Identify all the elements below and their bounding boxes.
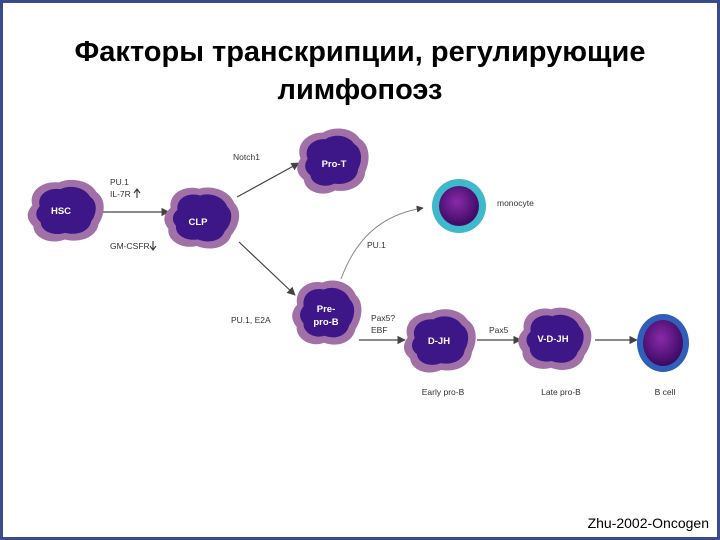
- cell-label-pre-pro-b-1: Pre-: [317, 304, 335, 315]
- label-b-cell: B cell: [655, 387, 676, 397]
- slide-title: Факторы транскрипции, регулирующие лимфо…: [3, 33, 717, 109]
- arrow-clp-preprob: [238, 241, 296, 296]
- cell-label-pre-pro-b-2: pro-B: [313, 317, 338, 328]
- label-notch1: Notch1: [233, 152, 260, 162]
- arrow-clp-prot: [236, 162, 300, 198]
- label-pu1-e2a: PU.1, E2A: [231, 315, 271, 325]
- cell-label-clp: CLP: [189, 217, 209, 228]
- label-pax5: Pax5: [489, 325, 509, 335]
- label-pu1-hsc: PU.1: [110, 177, 129, 187]
- cell-label-d-jh: D-JH: [428, 336, 450, 347]
- cell-monocyte: [432, 179, 486, 233]
- label-monocyte: monocyte: [497, 198, 534, 208]
- lymphopoiesis-diagram: HSC CLP Pro-T Pre- pro-B D-JH V-D-JH PU.…: [27, 125, 689, 397]
- cell-label-pro-t: Pro-T: [322, 159, 347, 170]
- cell-label-hsc: HSC: [51, 206, 71, 217]
- label-early-pro-b: Early pro-B: [422, 387, 465, 397]
- source-credit: Zhu-2002-Oncogen: [587, 515, 709, 531]
- arrow-preprob-monocyte: [340, 205, 424, 280]
- cell-label-v-d-jh: V-D-JH: [537, 334, 568, 345]
- title-line-2: лимфопоэз: [277, 74, 443, 106]
- down-arrow-icon: [149, 241, 157, 251]
- label-late-pro-b: Late pro-B: [541, 387, 581, 397]
- label-gm-csfr: GM-CSFR: [110, 241, 150, 251]
- title-line-1: Факторы транскрипции, регулирующие: [74, 36, 646, 68]
- label-il7r: IL-7R: [110, 189, 131, 199]
- label-pu1-mono: PU.1: [367, 240, 386, 250]
- label-pax5-ebf-1: Pax5?: [371, 313, 395, 323]
- up-arrow-icon: [133, 188, 141, 198]
- label-pax5-ebf-2: EBF: [371, 325, 388, 335]
- cell-b-cell: [637, 314, 689, 372]
